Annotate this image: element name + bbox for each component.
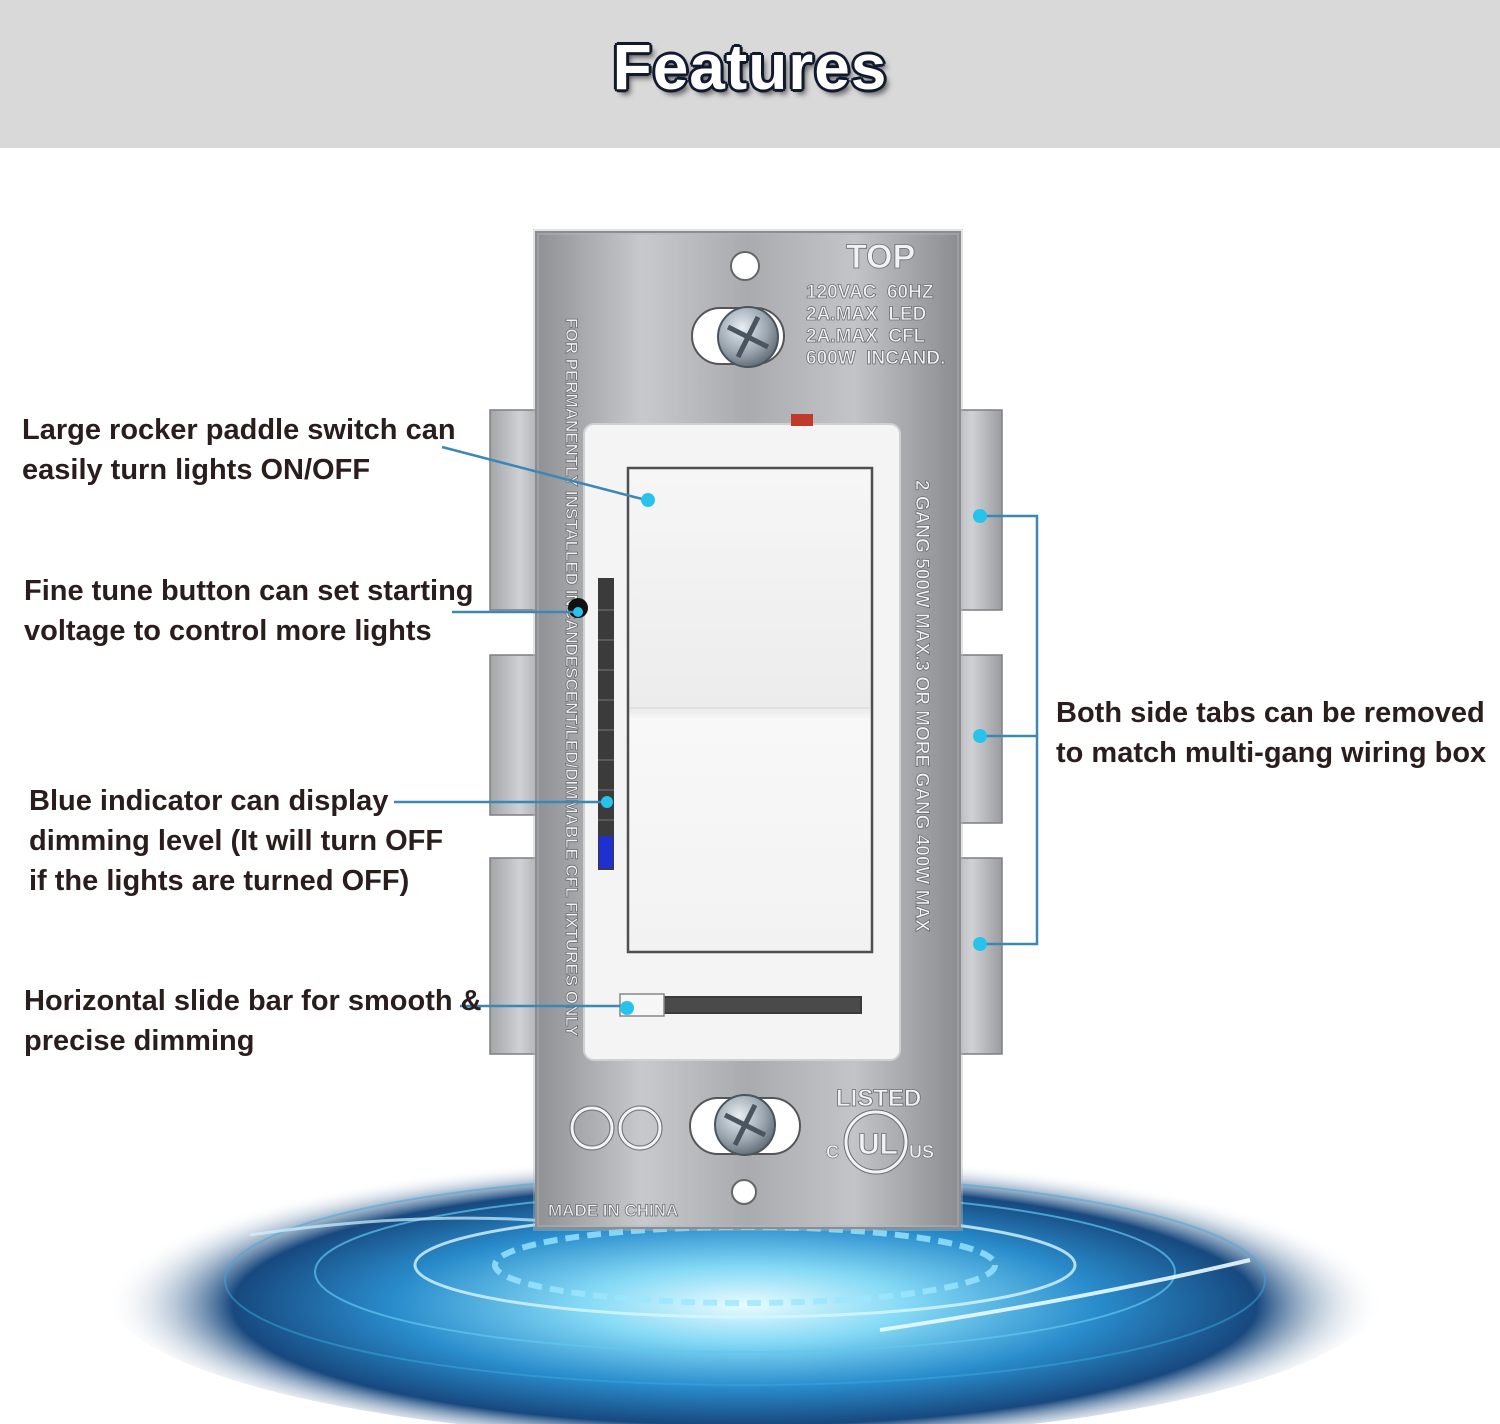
bottom-mount-hole — [731, 1179, 757, 1205]
rocker-paddle — [626, 466, 874, 954]
callout-indicator: Blue indicator can display dimming level… — [29, 781, 443, 901]
blue-led — [599, 836, 613, 868]
dimmer-illustration: TOP 120VAC 60HZ 2A.MAX LED 2A.MAX CFL 60… — [105, 229, 1385, 1424]
callout-paddle-line-1: Large rocker paddle switch can — [22, 414, 456, 446]
callout-indicator-line-1: Blue indicator can display — [29, 785, 389, 817]
plate-listed-label: LISTED — [836, 1085, 921, 1112]
callout-paddle-line-2: easily turn lights ON/OFF — [22, 454, 371, 486]
callout-side-tabs: Both side tabs can be removed to match m… — [1056, 693, 1486, 773]
callout-indicator-line-2: dimming level (It will turn OFF — [29, 825, 444, 857]
callout-fine-tune: Fine tune button can set starting voltag… — [24, 571, 474, 651]
header-title: Features — [612, 31, 888, 103]
ul-left-mark: C — [826, 1142, 839, 1162]
callout-paddle: Large rocker paddle switch can easily tu… — [22, 410, 456, 490]
plate-rating-line-1: 120VAC 60HZ — [806, 282, 934, 303]
ul-mark: UL — [858, 1128, 898, 1161]
callout-side-tabs-line-1: Both side tabs can be removed — [1056, 697, 1485, 729]
header-band: Features — [0, 0, 1500, 148]
top-mount-hole — [730, 251, 760, 281]
certification-marks — [569, 1105, 663, 1151]
plate-right-edge-text: 2 GANG 500W MAX.3 OR MORE GANG 400W MAX — [911, 480, 932, 932]
plate-made-in: MADE IN CHINA — [548, 1201, 678, 1220]
glow-platform — [105, 1140, 1385, 1424]
ul-right-mark: US — [909, 1142, 934, 1162]
fine-tune-button — [568, 598, 588, 618]
led-indicator-column — [598, 578, 614, 870]
top-screw — [691, 306, 785, 368]
callout-fine-tune-line-2: voltage to control more lights — [24, 615, 432, 647]
callout-slide-bar: Horizontal slide bar for smooth & precis… — [24, 981, 482, 1061]
slide-bar — [619, 993, 862, 1017]
callout-slide-bar-line-2: precise dimming — [24, 1025, 255, 1057]
slider-knob — [619, 993, 665, 1017]
plate-top-label: TOP — [846, 238, 915, 276]
plate-rating-line-2: 2A.MAX LED — [806, 304, 926, 325]
callout-slide-bar-line-1: Horizontal slide bar for smooth & — [24, 985, 482, 1017]
plate-rating-line-4: 600W INCAND. — [806, 348, 945, 369]
callout-side-tabs-line-2: to match multi-gang wiring box — [1056, 737, 1487, 769]
plate-rating-line-3: 2A.MAX CFL — [806, 326, 926, 347]
callout-indicator-line-3: if the lights are turned OFF) — [29, 865, 410, 897]
ul-listed-logo: UL C US — [826, 1109, 934, 1175]
bottom-screw — [689, 1094, 801, 1156]
callout-fine-tune-line-1: Fine tune button can set starting — [24, 575, 474, 607]
plate-left-edge-text: FOR PERMANENTLY INSTALLED INCANDESCENT/L… — [562, 318, 581, 1037]
